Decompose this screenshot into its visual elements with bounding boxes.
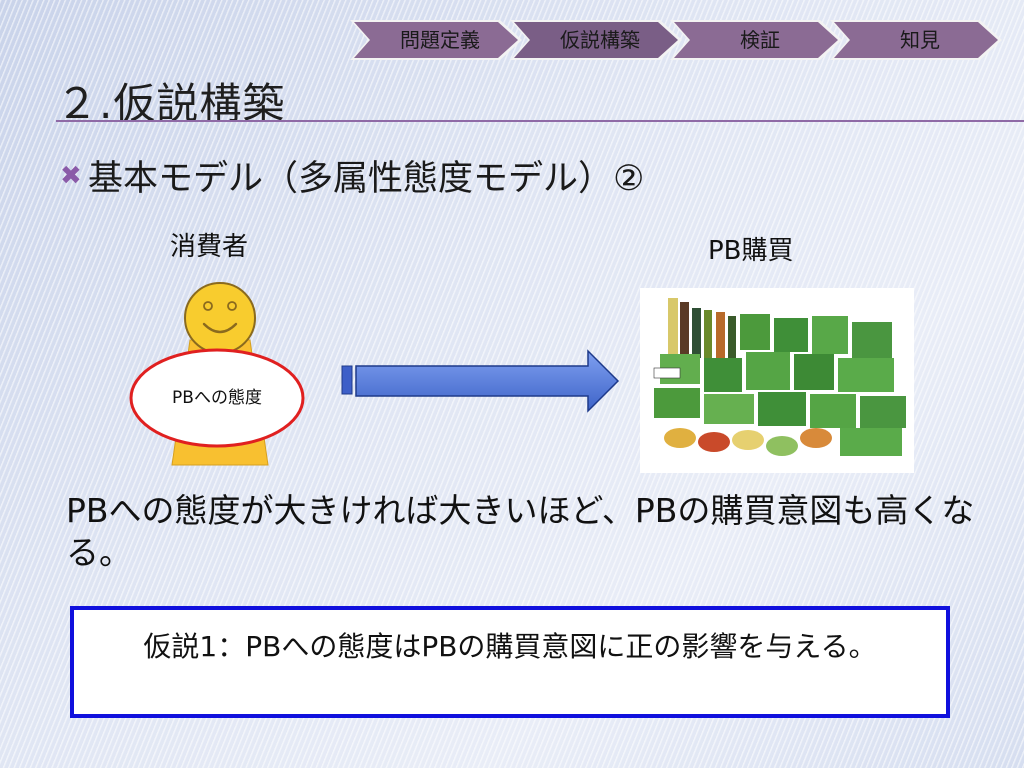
step-label-4: 知見 (900, 28, 940, 52)
pb-purchase-label: PB購買 (708, 236, 794, 266)
step-chevron-1 (350, 20, 522, 60)
bullet-item: ✖ 基本モデル（多属性態度モデル）② (60, 150, 644, 201)
title-divider (56, 120, 1024, 122)
step-label-1: 問題定義 (400, 28, 480, 52)
pb-products-photo (640, 288, 914, 473)
consumer-label: 消費者 (170, 232, 249, 262)
slide-title: ２.仮説構築 (56, 79, 286, 128)
consumer-figure (129, 282, 305, 466)
right-arrow-icon (341, 349, 620, 413)
progress-steps: 問題定義 仮説構築 検証 知見 (350, 14, 1010, 66)
progress-chevrons (350, 20, 1002, 60)
step-chevron-2 (510, 20, 682, 60)
body-text: PBへの態度が大きければ大きいほど、PBの購買意図も高くなる。 (66, 491, 975, 572)
step-chevron-4 (830, 20, 1002, 60)
step-label-2: 仮説構築 (560, 28, 640, 52)
attitude-ellipse (129, 348, 305, 448)
step-chevron-3 (670, 20, 842, 60)
hypothesis-text: 仮説1：PBへの態度はPBの購買意図に正の影響を与える。 (143, 630, 877, 663)
bullet-text: 基本モデル（多属性態度モデル）② (88, 159, 645, 199)
smiley-face-icon (184, 282, 256, 354)
hypothesis-box: 仮説1：PBへの態度はPBの購買意図に正の影響を与える。 (70, 606, 950, 718)
attitude-label: PBへの態度 (172, 388, 262, 408)
x-mark-icon: ✖ (60, 160, 82, 191)
step-label-3: 検証 (740, 28, 780, 52)
